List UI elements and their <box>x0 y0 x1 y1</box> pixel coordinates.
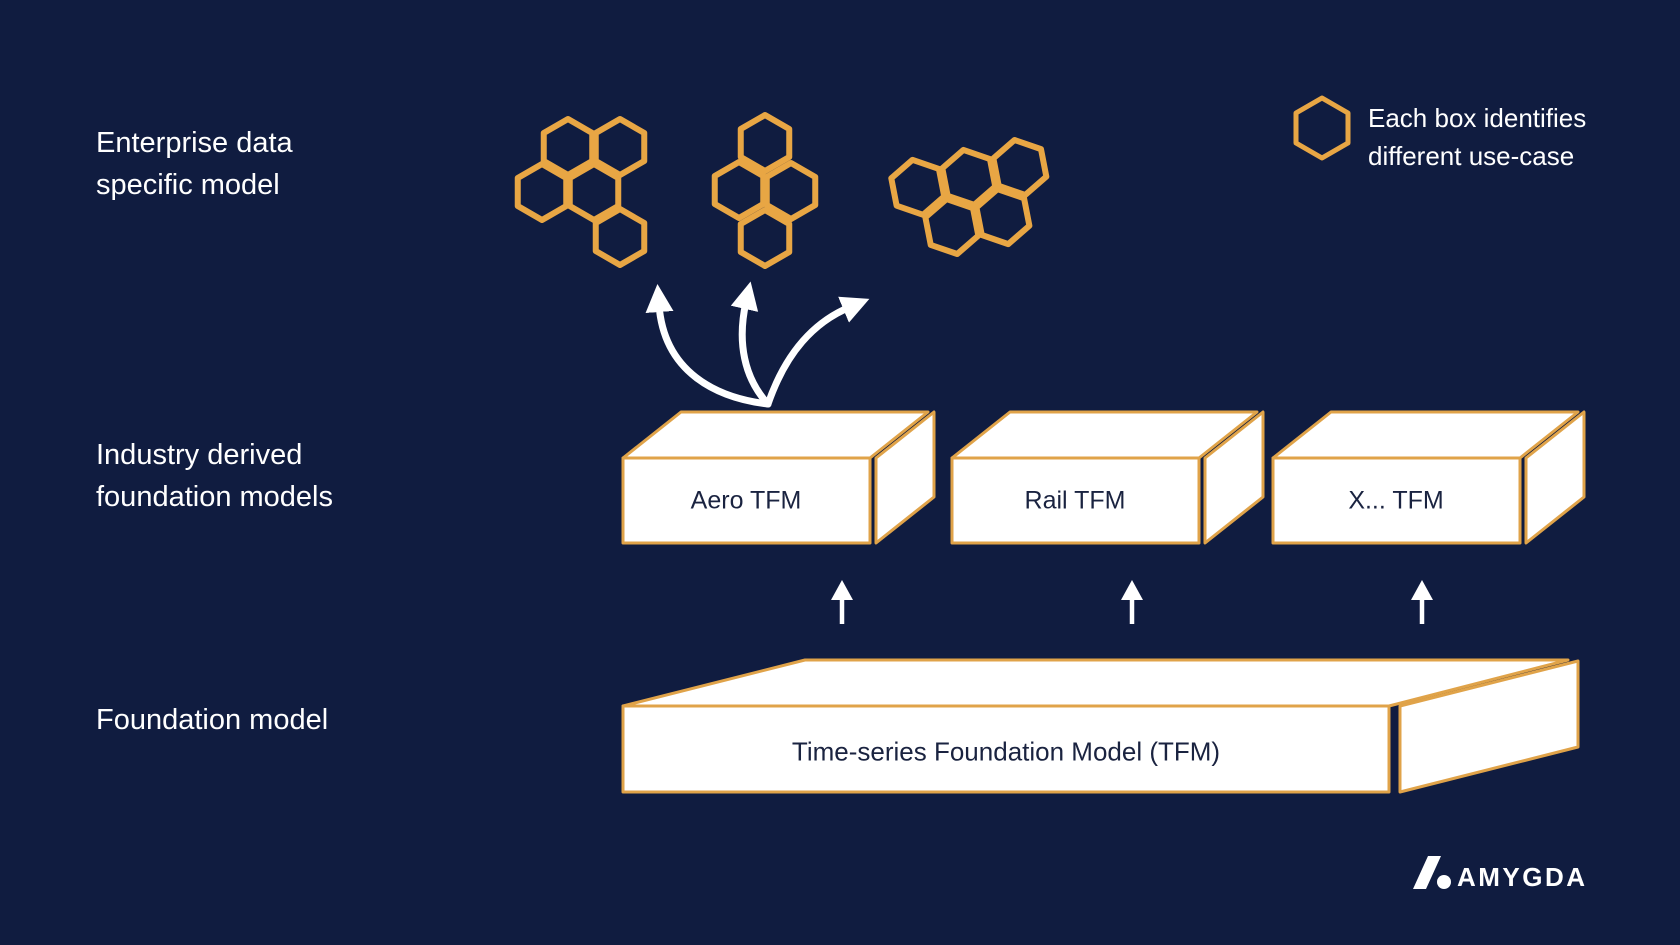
box-x-tfm <box>1271 410 1586 545</box>
label-enterprise-data-specific-model: Enterprise data specific model <box>96 122 293 206</box>
box-aero-tfm <box>621 410 936 545</box>
amygda-logo-text: AMYGDA <box>1457 862 1588 892</box>
legend-line: different use-case <box>1368 141 1575 171</box>
up-arrow-right <box>1411 580 1433 624</box>
box-foundation-tfm <box>621 658 1580 794</box>
curved-arrow-right <box>764 296 870 408</box>
label-industry-derived-foundation-models: Industry derived foundation models <box>96 434 333 518</box>
box-top-face <box>950 410 1259 460</box>
box-side-face <box>1398 659 1580 794</box>
hexagon-cluster-left <box>518 119 645 265</box>
branch-arrows <box>645 281 870 408</box>
label-line: Foundation model <box>96 704 329 736</box>
box-front-face <box>621 704 1391 794</box>
label-line: foundation models <box>96 481 333 513</box>
amygda-logo-icon <box>1413 856 1451 889</box>
legend-caption: Each box identifies different use-case <box>1368 99 1586 175</box>
curved-arrow-middle <box>730 281 772 408</box>
box-rail-tfm <box>950 410 1265 545</box>
up-arrow-middle <box>1121 580 1143 624</box>
box-side-face <box>1203 410 1265 545</box>
box-label-x-tfm: X... TFM <box>1348 486 1444 515</box>
box-front-face <box>1271 456 1522 545</box>
box-label-rail-tfm: Rail TFM <box>1024 486 1126 515</box>
legend-line: Each box identifies <box>1368 103 1587 133</box>
box-top-face <box>621 410 930 460</box>
box-label-aero-tfm: Aero TFM <box>690 486 802 515</box>
label-line: Industry derived <box>96 439 303 471</box>
hexagon-cluster-right <box>889 135 1058 263</box>
curved-arrow-left <box>645 284 772 408</box>
box-front-face <box>621 456 872 545</box>
legend-hexagon-icon <box>1293 95 1351 161</box>
label-line: specific model <box>96 169 280 201</box>
box-front-face <box>950 456 1201 545</box>
box-side-face <box>1524 410 1586 545</box>
hexagon-cluster-middle <box>715 115 816 266</box>
up-arrow-left <box>831 580 853 624</box>
box-label-foundation-tfm: Time-series Foundation Model (TFM) <box>791 736 1221 767</box>
box-top-face <box>1271 410 1580 460</box>
label-line: Enterprise data <box>96 127 293 159</box>
label-foundation-model: Foundation model <box>96 699 328 741</box>
box-side-face <box>874 410 936 545</box>
